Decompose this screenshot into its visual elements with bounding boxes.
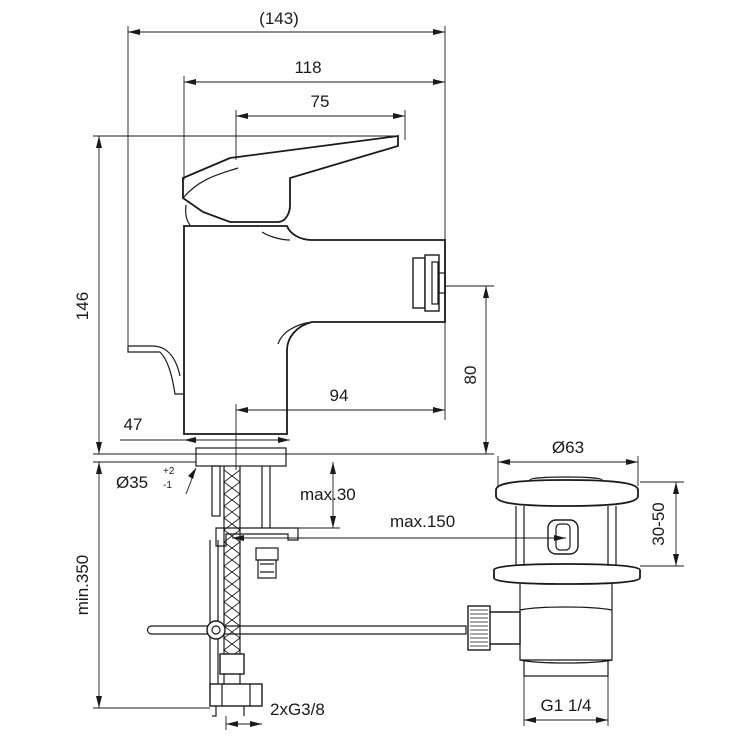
dimension-labels: (143) 118 75 146 80 94 47 Ø35 +2 -1 max.… xyxy=(73,9,668,719)
mount-tolerance-minus: -1 xyxy=(163,480,172,491)
waste-thread-label: G1 1/4 xyxy=(540,696,591,715)
faucet-body xyxy=(183,225,446,435)
mount-tolerance-plus: +2 xyxy=(163,466,175,477)
connection-thread-label: 2xG3/8 xyxy=(270,700,325,719)
overall-width-label: (143) xyxy=(259,9,299,28)
faucet-outlet xyxy=(412,254,446,312)
deck-thickness-label: max.30 xyxy=(300,485,356,504)
faucet-lever xyxy=(127,134,399,395)
lever-to-outlet-label: 118 xyxy=(294,58,321,77)
spout-reach-label: 94 xyxy=(330,386,349,405)
body-offset-label: 47 xyxy=(124,415,143,434)
mounting-assembly xyxy=(195,447,299,579)
hose-length-label: min.350 xyxy=(73,555,92,615)
handle-width-label: 75 xyxy=(311,92,330,111)
waste-diameter-label: Ø63 xyxy=(552,438,584,457)
waste-distance-label: max.150 xyxy=(390,512,455,531)
mount-diameter-label: Ø35 xyxy=(116,473,148,492)
arrowheads xyxy=(96,29,679,727)
total-height-label: 146 xyxy=(73,292,92,320)
pull-rod xyxy=(146,620,467,640)
waste-valve xyxy=(467,476,641,677)
dimension-lines xyxy=(93,26,684,730)
waste-height-label: 30-50 xyxy=(649,502,668,545)
flexible-hoses xyxy=(209,466,263,717)
outlet-height-label: 80 xyxy=(461,366,480,385)
